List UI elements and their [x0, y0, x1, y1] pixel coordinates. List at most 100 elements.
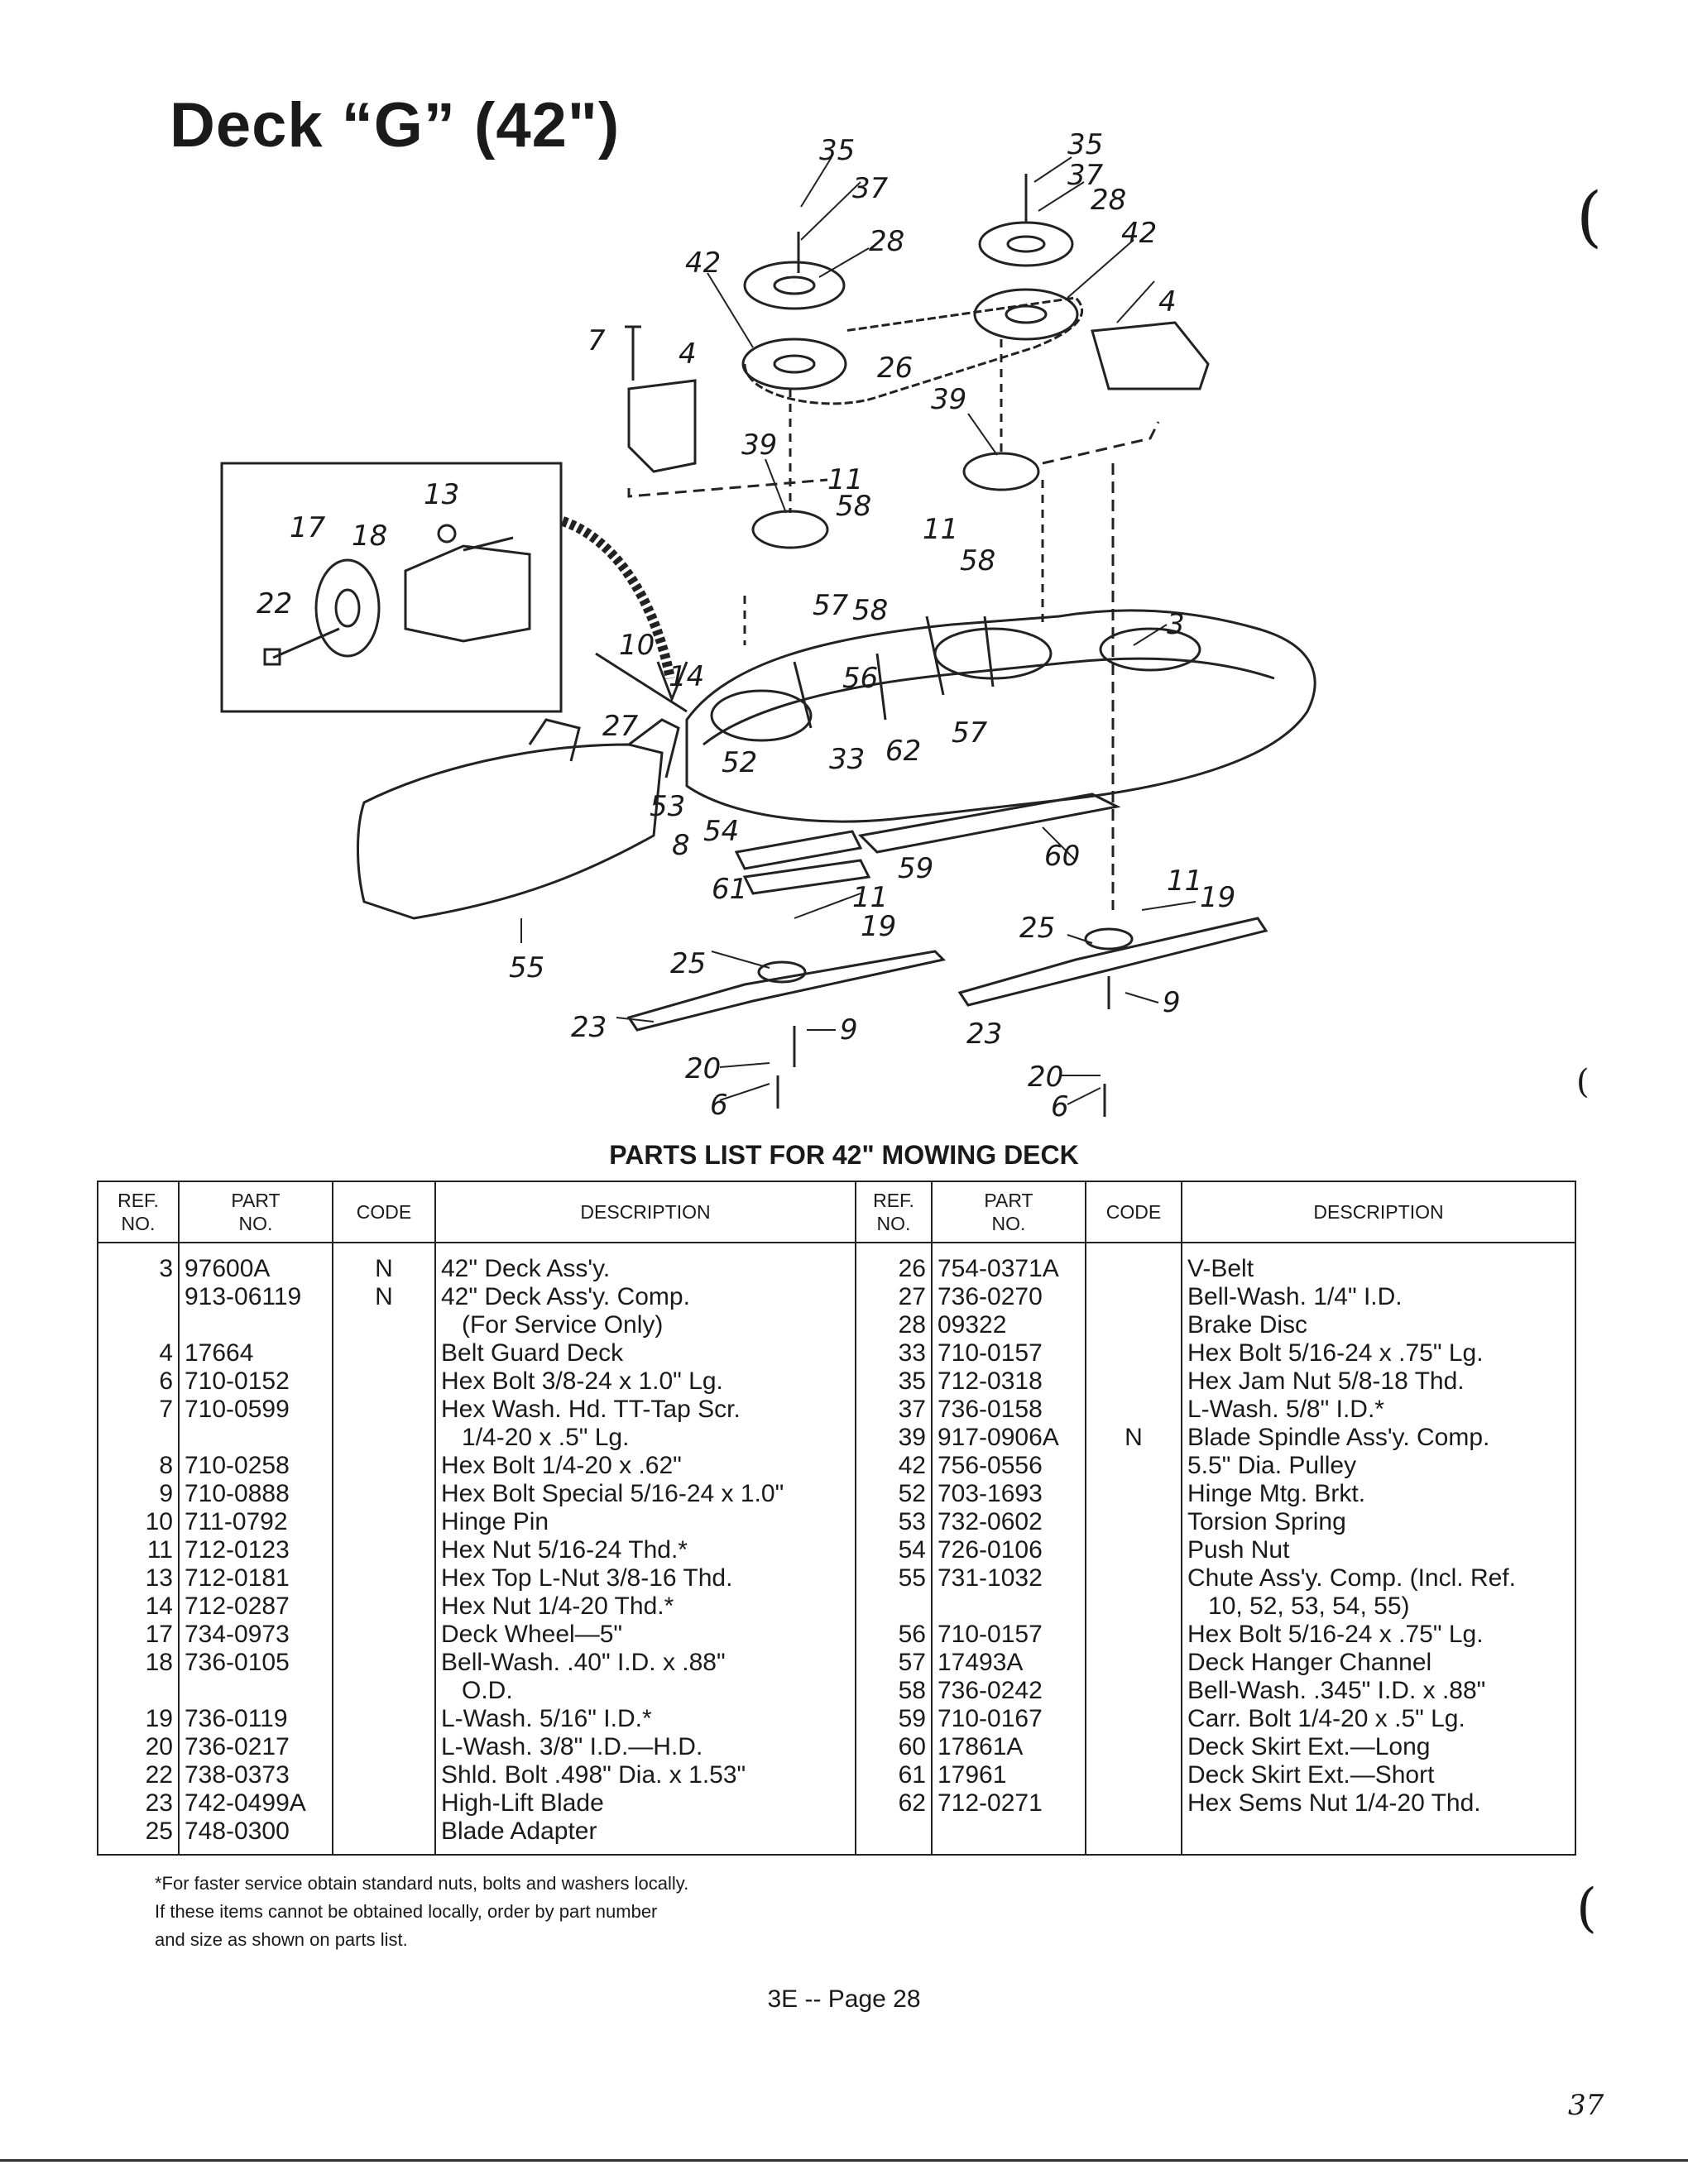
- blade-left: [626, 950, 947, 1032]
- cell-line: 97600A: [185, 1255, 271, 1282]
- spindle-right: [962, 452, 1040, 491]
- cell-line: 703-1693: [938, 1480, 1043, 1507]
- callout-label: 42: [1121, 217, 1158, 250]
- cell-line: [1091, 1761, 1176, 1789]
- cell-line: 710-0157: [938, 1339, 1043, 1367]
- cell-line: [1091, 1733, 1176, 1761]
- callout-label: 55: [509, 951, 545, 984]
- callout-label: 23: [571, 1011, 607, 1044]
- cell-line: 19: [145, 1705, 173, 1732]
- cell-line: [1091, 1677, 1176, 1705]
- cell-line: Chute Ass'y. Comp. (Incl. Ref.: [1187, 1564, 1516, 1592]
- callout-label: 9: [840, 1013, 858, 1046]
- code-column: N: [1085, 1243, 1182, 1856]
- header-text: REF. NO.: [117, 1190, 159, 1234]
- cell-line: O.D.: [441, 1677, 513, 1704]
- cell-line: 736-0119: [185, 1705, 288, 1732]
- table-header-row: REF. NO. PART NO. CODE DESCRIPTION REF. …: [97, 1181, 1576, 1243]
- cell-line: Blade Spindle Ass'y. Comp.: [1187, 1424, 1490, 1451]
- deck-exploded-diagram: [220, 156, 1316, 1117]
- cell-line: 8: [159, 1452, 173, 1479]
- cell-line: 5.5" Dia. Pulley: [1187, 1452, 1357, 1479]
- callout-label: 17: [290, 511, 326, 544]
- cell-line: [338, 1339, 429, 1367]
- callout-label: 13: [424, 478, 460, 511]
- cell-line: 754-0371A: [938, 1255, 1059, 1282]
- cell-line: 712-0123: [185, 1536, 290, 1564]
- cell-line: 37: [898, 1396, 926, 1423]
- pulley-right: [978, 221, 1074, 267]
- cell-line: 710-0258: [185, 1452, 290, 1479]
- header-text: PART NO.: [231, 1190, 281, 1234]
- cell-line: High-Lift Blade: [441, 1789, 604, 1817]
- cell-line: 4: [159, 1339, 173, 1367]
- cell-line: [338, 1789, 429, 1818]
- callout-label: 6: [1051, 1090, 1069, 1123]
- part-no-header: PART NO.: [931, 1181, 1086, 1243]
- cell-line: 20: [145, 1733, 173, 1760]
- cell-line: [338, 1367, 429, 1396]
- cell-line: Hex Bolt 3/8-24 x 1.0" Lg.: [441, 1367, 723, 1395]
- cell-line: Hex Top L-Nut 3/8-16 Thd.: [441, 1564, 733, 1592]
- cell-line: Hinge Mtg. Brkt.: [1187, 1480, 1366, 1507]
- cell-line: 712-0318: [938, 1367, 1043, 1395]
- cell-line: 6: [159, 1367, 173, 1395]
- cell-line: [338, 1733, 429, 1761]
- cell-line: 756-0556: [938, 1452, 1043, 1479]
- cell-line: 710-0157: [938, 1621, 1043, 1648]
- cell-line: 55: [898, 1564, 926, 1592]
- cell-line: [1091, 1367, 1176, 1396]
- footnote: *For faster service obtain standard nuts…: [155, 1873, 689, 1950]
- cell-line: [1091, 1339, 1176, 1367]
- callout-label: 19: [861, 910, 897, 943]
- cell-line: [861, 1592, 926, 1621]
- cell-line: 736-0242: [938, 1677, 1043, 1704]
- cell-line: 42" Deck Ass'y.: [441, 1255, 611, 1282]
- cell-line: 22: [145, 1761, 173, 1789]
- callout-label: 28: [869, 225, 905, 258]
- cell-line: [338, 1508, 429, 1536]
- callout-label: 11: [852, 881, 889, 914]
- callout-label: 9: [1163, 986, 1181, 1019]
- cell-line: [1091, 1508, 1176, 1536]
- cell-line: Bell-Wash. .40" I.D. x .88": [441, 1649, 726, 1676]
- cell-line: 731-1032: [938, 1564, 1043, 1592]
- cell-line: [103, 1677, 173, 1705]
- cell-line: Deck Skirt Ext.—Short: [1187, 1761, 1435, 1789]
- cell-line: [338, 1452, 429, 1480]
- cell-line: [338, 1480, 429, 1508]
- cell-line: [338, 1564, 429, 1592]
- cell-line: Deck Skirt Ext.—Long: [1187, 1733, 1431, 1760]
- callout-label: 59: [898, 852, 934, 885]
- part-no-header: PART NO.: [178, 1181, 333, 1243]
- cell-line: 711-0792: [185, 1508, 288, 1535]
- cell-line: 56: [898, 1621, 926, 1648]
- cell-line: Deck Wheel—5": [441, 1621, 623, 1648]
- v-belt: [743, 296, 1084, 405]
- callout-label: 58: [836, 490, 872, 523]
- cell-line: Hex Bolt Special 5/16-24 x 1.0": [441, 1480, 784, 1507]
- cell-line: 35: [898, 1367, 926, 1395]
- cell-line: 742-0499A: [185, 1789, 306, 1817]
- cell-line: 738-0373: [185, 1761, 290, 1789]
- cell-line: 712-0287: [185, 1592, 290, 1620]
- spindle-left: [751, 510, 829, 549]
- cell-line: [338, 1621, 429, 1649]
- cell-line: V-Belt: [1187, 1255, 1254, 1282]
- cell-line: Belt Guard Deck: [441, 1339, 624, 1367]
- cell-line: N: [1125, 1424, 1143, 1451]
- deck-wheel-part: [314, 558, 381, 658]
- callout-label: 19: [1200, 881, 1236, 914]
- header-text: PART NO.: [984, 1190, 1033, 1234]
- description-column: 42" Deck Ass'y.42" Deck Ass'y. Comp. (Fo…: [434, 1243, 856, 1856]
- cell-line: 62: [898, 1789, 926, 1817]
- cell-line: 17664: [185, 1339, 254, 1367]
- cell-line: N: [375, 1283, 393, 1310]
- callout-label: 57: [952, 716, 988, 750]
- cell-line: 54: [898, 1536, 926, 1564]
- cell-line: Hex Bolt 5/16-24 x .75" Lg.: [1187, 1339, 1484, 1367]
